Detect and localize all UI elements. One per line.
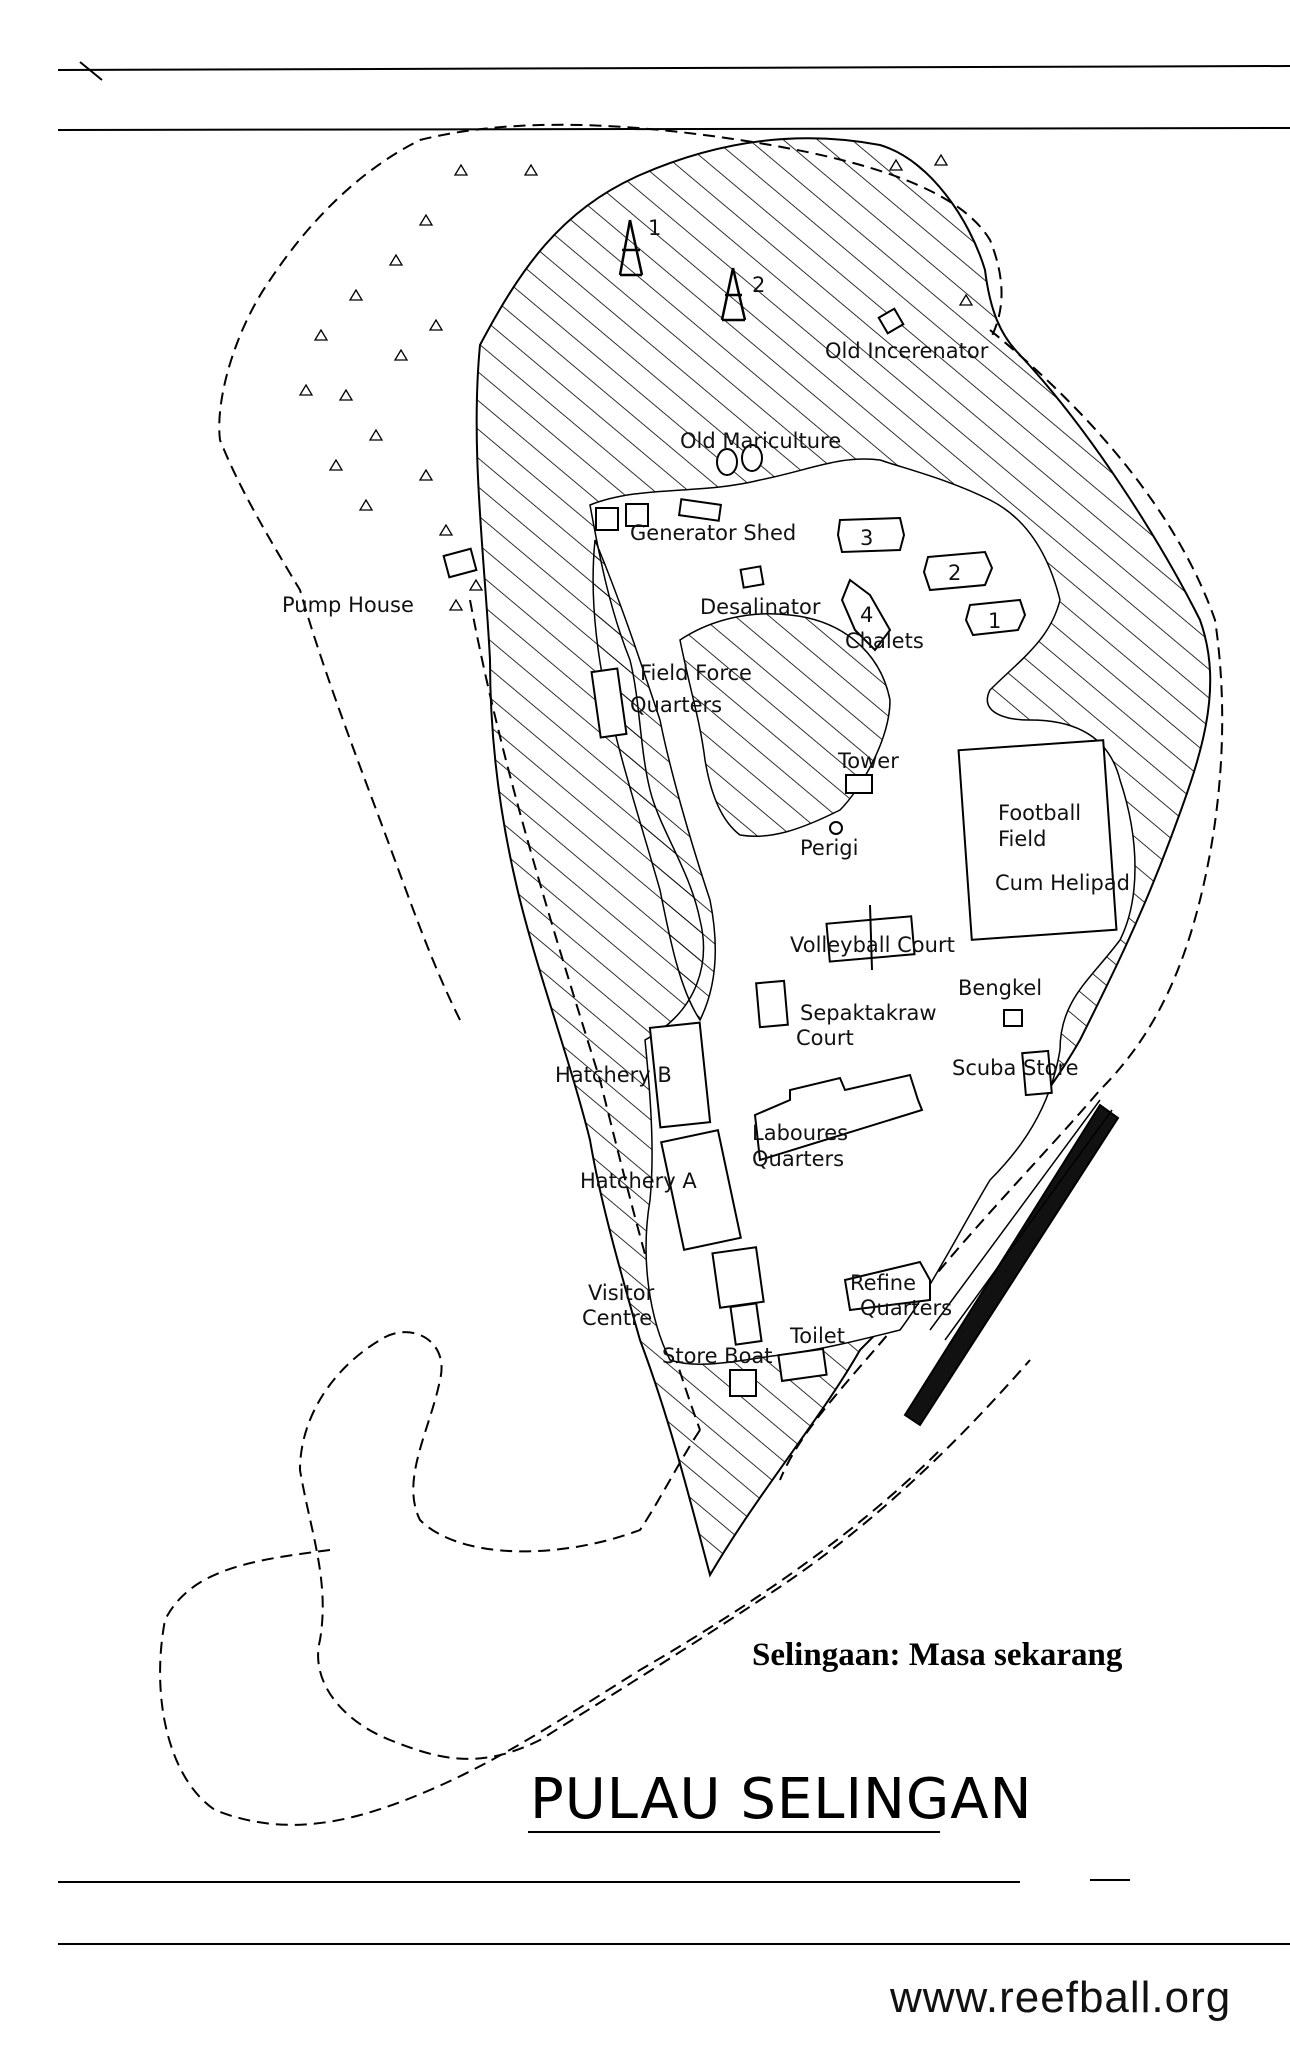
label-volleyball: Volleyball Court [790,933,955,957]
label-football-2: Field [998,827,1046,851]
refinery-quarters-building [843,1260,931,1312]
label-football-1: Football [998,801,1081,825]
label-visitor-1: Visitor [588,1281,655,1305]
chalet-2-icon: 2 [922,550,994,592]
label-pump-house: Pump House [282,593,414,617]
label-desalinator: Desalinator [700,595,821,619]
map-title: PULAU SELINGAN [530,1767,1032,1832]
label-tower: Tower [837,749,899,773]
watermark-url: www.reefball.org [889,1973,1231,2022]
old-mariculture-tank-2 [741,444,763,472]
svg-text:1: 1 [648,216,661,240]
jetty [903,1103,1120,1427]
vegetation-markers [298,153,974,611]
label-toilet: Toilet [789,1324,845,1348]
svg-text:1: 1 [988,609,1001,633]
label-perigi: Perigi [800,836,858,860]
top-rule-1 [57,65,1290,71]
label-old-incinerator: Old Incerenator [825,339,989,363]
football-field [957,739,1118,941]
perigi-well [829,821,843,835]
bengkel-building [1003,1009,1023,1027]
laboures-quarters-building [753,1073,924,1162]
store-boat-building [729,1369,757,1397]
svg-text:3: 3 [860,526,873,550]
hatchery-a-building [660,1128,742,1252]
label-refinery-2: Quarters [860,1296,952,1320]
label-old-mariculture: Old Mariculture [680,429,841,453]
svg-text:2: 2 [752,273,765,297]
label-store-boat: Store Boat [662,1344,773,1368]
label-sepaktakraw-1: Sepaktakraw [800,1001,937,1025]
label-scuba-store: Scuba Store [952,1056,1079,1080]
label-hatchery-b: Hatchery B [555,1063,672,1087]
tower-building [845,774,873,794]
hatchery-b-building [648,1021,712,1129]
field-force-building-1 [590,667,628,739]
top-rule-2 [57,127,1290,131]
chalet-4-icon: 4 [840,578,892,652]
label-laboures-1: Laboures [752,1121,848,1145]
label-visitor-2: Centre [582,1306,652,1330]
label-refinery-1: Refine [850,1271,916,1295]
old-incinerator-building [877,307,905,335]
map-caption: Selingaan: Masa sekarang [752,1637,1123,1673]
label-sepaktakraw-2: Court [796,1026,854,1050]
svg-text:4: 4 [860,603,873,627]
volleyball-net [869,904,873,971]
label-laboures-2: Quarters [752,1147,844,1171]
tower-1-icon: 1 [618,216,661,277]
jetty-walkway [929,1099,1113,1341]
chalet-1-icon: 1 [964,598,1027,637]
generator-shed-building-3 [677,498,723,522]
corner-tick [79,61,103,81]
generator-shed-building-1 [595,507,619,531]
label-bengkel: Bengkel [958,976,1042,1000]
visitor-centre-building-1 [711,1246,765,1309]
label-hatchery-a: Hatchery A [580,1169,697,1193]
hatched-center [679,612,891,838]
sepaktakraw-court [755,979,789,1029]
generator-shed-building-2 [625,503,649,527]
old-mariculture-tank-1 [716,448,738,476]
tower-2-icon: 2 [720,267,765,322]
toilet-building [777,1347,828,1383]
visitor-centre-building-2 [729,1302,763,1346]
reef-outline-hook-loop [159,1449,941,1826]
label-field-force-2: Quarters [630,693,722,717]
label-field-force-1: Field Force [640,661,752,685]
svg-text:2: 2 [948,561,961,585]
chalet-3-icon: 3 [836,516,906,554]
reef-outline-hook [298,1331,1031,1760]
pump-house-building [442,547,478,579]
scuba-store-building [1021,1049,1053,1097]
label-generator-shed: Generator Shed [630,521,796,545]
label-chalets: Chalets [845,629,924,653]
desalinator-building [739,565,765,589]
label-football-3: Cum Helipad [995,871,1130,895]
